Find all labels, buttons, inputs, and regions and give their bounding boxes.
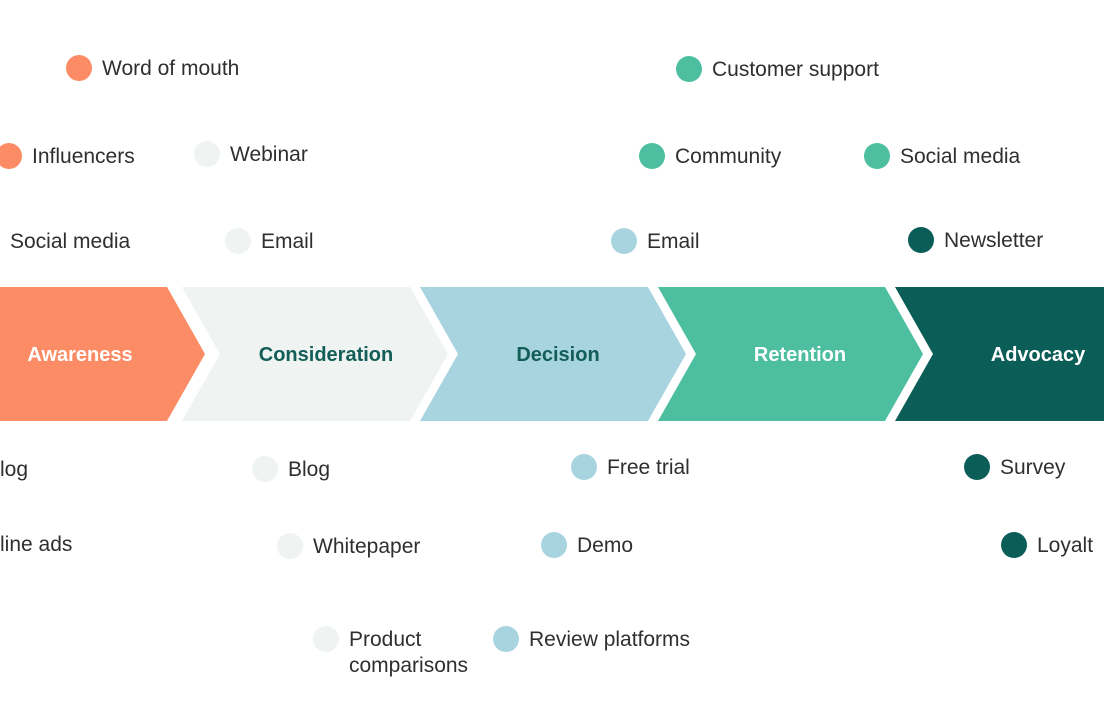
- touchpoint-label: Email: [261, 230, 314, 253]
- retention-stage-label: Retention: [753, 344, 847, 366]
- touchpoint-customer-support: Customer support: [676, 56, 879, 83]
- touchpoint-webinar: Webinar: [194, 141, 308, 168]
- touchpoint-label: Newsletter: [944, 229, 1044, 252]
- touchpoint-label: Webinar: [230, 143, 308, 166]
- touchpoint-label: Free trial: [607, 456, 690, 479]
- consideration-dot: [313, 626, 339, 652]
- advocacy-dot: [908, 227, 934, 253]
- consideration-dot: [194, 141, 220, 167]
- advocacy-stage-label: Advocacy: [990, 344, 1086, 366]
- retention-dot: [676, 56, 702, 82]
- retention-dot: [864, 143, 890, 169]
- touchpoint-email-consideration: Email: [225, 228, 314, 255]
- touchpoint-label: Influencers: [32, 145, 135, 168]
- decision-stage-label: Decision: [516, 344, 600, 366]
- touchpoint-blog-consideration: Blog: [252, 456, 331, 483]
- touchpoint-label: Product comparisons: [349, 628, 469, 677]
- touchpoint-free-trial: Free trial: [571, 454, 690, 481]
- consideration-stage-chevron: [182, 287, 448, 421]
- touchpoint-label: Survey: [1000, 456, 1066, 479]
- touchpoint-social-media-retention: Social media: [864, 143, 1021, 170]
- touchpoint-label: Whitepaper: [313, 535, 421, 558]
- awareness-stage-label: Awareness: [27, 344, 133, 366]
- touchpoint-word-of-mouth: Word of mouth: [66, 55, 240, 82]
- touchpoint-label: Community: [675, 145, 782, 168]
- decision-dot: [611, 228, 637, 254]
- awareness-dot: [66, 55, 92, 81]
- consideration-dot: [252, 456, 278, 482]
- consideration-dot: [225, 228, 251, 254]
- touchpoint-influencers: Influencers: [0, 143, 135, 170]
- awareness-stage-chevron: [0, 287, 205, 421]
- touchpoint-label: Social media: [900, 145, 1021, 168]
- retention-dot: [639, 143, 665, 169]
- touchpoint-demo: Demo: [541, 532, 634, 559]
- decision-dot: [493, 626, 519, 652]
- touchpoint-label: Loyalt: [1037, 534, 1094, 557]
- awareness-dot: [0, 143, 22, 169]
- touchpoint-community: Community: [639, 143, 782, 170]
- touchpoint-label: Social media: [10, 230, 131, 253]
- consideration-dot: [277, 533, 303, 559]
- advocacy-dot: [1001, 532, 1027, 558]
- touchpoint-product-comparisons: Product comparisons: [313, 626, 489, 679]
- touchpoint-label: Demo: [577, 534, 634, 557]
- touchpoint-label: Review platforms: [529, 628, 691, 651]
- touchpoint-social-media-awareness: Social media: [0, 229, 130, 255]
- touchpoint-label: log: [0, 458, 29, 481]
- touchpoint-survey: Survey: [964, 454, 1066, 481]
- decision-dot: [571, 454, 597, 480]
- touchpoint-label: Word of mouth: [102, 57, 240, 80]
- touchpoint-loyalty: Loyalt: [1001, 532, 1094, 559]
- advocacy-dot: [964, 454, 990, 480]
- touchpoint-whitepaper: Whitepaper: [277, 533, 421, 560]
- touchpoint-review-platforms: Review platforms: [493, 626, 691, 653]
- touchpoint-label: line ads: [0, 533, 73, 556]
- retention-stage-chevron: [658, 287, 923, 421]
- touchpoint-email-decision: Email: [611, 228, 700, 255]
- decision-stage-chevron: [420, 287, 686, 421]
- consideration-stage-label: Consideration: [258, 344, 394, 366]
- decision-dot: [541, 532, 567, 558]
- touchpoint-blog-awareness: log: [0, 457, 28, 483]
- advocacy-stage-chevron: [895, 287, 1104, 421]
- touchpoint-online-ads: line ads: [0, 532, 72, 558]
- touchpoint-label: Blog: [288, 458, 331, 481]
- touchpoint-label: Email: [647, 230, 700, 253]
- touchpoint-newsletter: Newsletter: [908, 227, 1044, 254]
- touchpoint-label: Customer support: [712, 58, 879, 81]
